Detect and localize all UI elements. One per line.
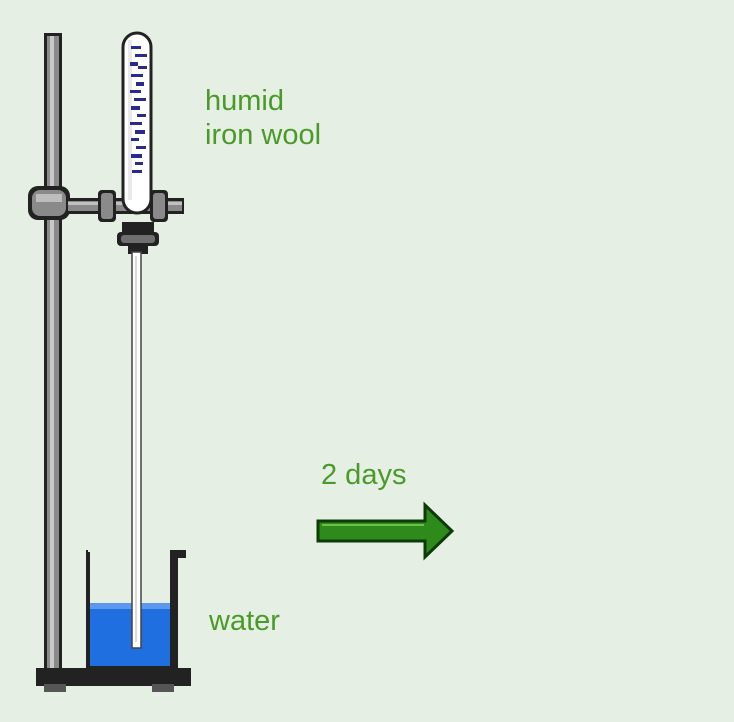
beaker [86, 550, 186, 670]
iron-wool-label-line2: iron wool [205, 119, 322, 151]
arrow-icon [316, 501, 455, 561]
iron-wool [130, 46, 147, 173]
stopper [117, 222, 159, 254]
water-label: water [209, 605, 280, 637]
clamp [28, 186, 184, 222]
duration-label: 2 days [321, 459, 407, 491]
stand-rod [44, 33, 62, 671]
iron-wool-label: humid iron wool [205, 84, 321, 152]
test-tube [121, 31, 153, 215]
glass-tube [131, 251, 142, 649]
iron-wool-label-line1: humid [205, 85, 284, 117]
stand-base [36, 668, 191, 692]
